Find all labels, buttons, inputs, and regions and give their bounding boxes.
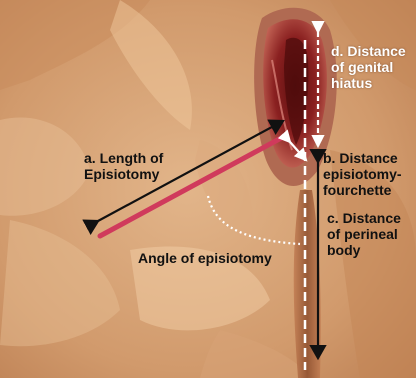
label-angle-of-episiotomy: Angle of episiotomy — [138, 250, 272, 266]
label-hiatus-line-2: of genital — [331, 59, 406, 75]
label-hiatus-line-1: d. Distance — [331, 43, 406, 59]
label-angle-text: Angle of episiotomy — [138, 250, 272, 266]
label-fourchette-line-2: episiotomy- — [323, 166, 402, 182]
label-length-of-episiotomy: a. Length of Episiotomy — [84, 150, 163, 182]
label-length-line-2: Episiotomy — [84, 166, 163, 182]
label-fourchette-line-1: b. Distance — [323, 150, 402, 166]
label-perineal-line-3: body — [327, 242, 401, 258]
label-distance-genital-hiatus: d. Distance of genital hiatus — [331, 43, 406, 91]
label-perineal-line-2: of perineal — [327, 226, 401, 242]
label-length-line-1: a. Length of — [84, 150, 163, 166]
label-perineal-line-1: c. Distance — [327, 210, 401, 226]
label-hiatus-line-3: hiatus — [331, 75, 406, 91]
label-fourchette-line-3: fourchette — [323, 182, 402, 198]
label-distance-episiotomy-fourchette: b. Distance episiotomy- fourchette — [323, 150, 402, 198]
label-distance-perineal-body: c. Distance of perineal body — [327, 210, 401, 258]
